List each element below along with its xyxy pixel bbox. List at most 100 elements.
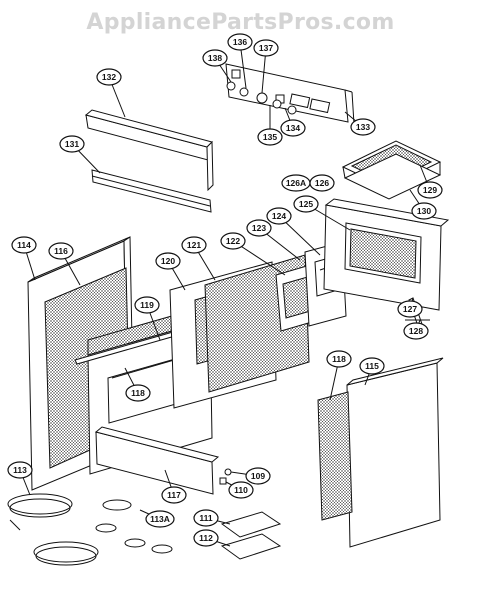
part-label-text: 126A bbox=[286, 178, 306, 188]
part-label-text: 135 bbox=[263, 132, 277, 142]
part-label-138: 138 bbox=[202, 49, 228, 67]
part-label-137: 137 bbox=[253, 39, 279, 57]
part-label-oval bbox=[228, 481, 254, 499]
part-label-oval bbox=[253, 39, 279, 57]
part-label-text: 138 bbox=[208, 53, 222, 63]
part-label-oval bbox=[309, 174, 335, 192]
part-label-text: 120 bbox=[161, 256, 175, 266]
part-label-oval bbox=[125, 384, 151, 402]
part-label-text: 123 bbox=[252, 223, 266, 233]
part-label-122: 122 bbox=[220, 232, 246, 250]
part-label-127: 127 bbox=[397, 300, 423, 318]
clip-parts bbox=[219, 468, 232, 485]
part-label-oval bbox=[193, 529, 219, 547]
part-label-114: 114 bbox=[11, 236, 37, 254]
part-labels: 133 134 135 136 137 138 132 131 129 130 126A 126 125… bbox=[7, 33, 443, 547]
part-label-117: 117 bbox=[161, 486, 187, 504]
part-label-oval bbox=[161, 486, 187, 504]
part-label-oval bbox=[293, 195, 319, 213]
part-label-128: 128 bbox=[403, 322, 429, 340]
part-label-oval bbox=[397, 300, 423, 318]
manuals bbox=[220, 511, 282, 560]
part-label-text: 124 bbox=[272, 211, 286, 221]
part-label-111: 111 bbox=[193, 509, 219, 527]
part-label-123: 123 bbox=[246, 219, 272, 237]
wire-harness bbox=[7, 493, 99, 566]
part-label-oval bbox=[359, 357, 385, 375]
part-label-120: 120 bbox=[155, 252, 181, 270]
part-label-text: 125 bbox=[299, 199, 313, 209]
part-label-132: 132 bbox=[96, 68, 122, 86]
part-label-oval bbox=[266, 207, 292, 225]
part-label-oval bbox=[280, 119, 306, 137]
part-label-oval bbox=[48, 242, 74, 260]
part-label-oval bbox=[59, 135, 85, 153]
part-label-text: 132 bbox=[102, 72, 116, 82]
part-label-116: 116 bbox=[48, 242, 74, 260]
part-label-136: 136 bbox=[227, 33, 253, 51]
part-label-oval bbox=[350, 118, 376, 136]
part-label-oval bbox=[246, 219, 272, 237]
control-panel bbox=[225, 63, 355, 125]
part-label-oval bbox=[202, 49, 228, 67]
part-label-112: 112 bbox=[193, 529, 219, 547]
part-label-text: 128 bbox=[409, 326, 423, 336]
part-label-text: 134 bbox=[286, 123, 300, 133]
part-label-oval bbox=[417, 181, 443, 199]
part-label-text: 114 bbox=[17, 240, 31, 250]
part-label-text: 136 bbox=[233, 37, 247, 47]
part-label-oval bbox=[257, 128, 283, 146]
coil-parts bbox=[95, 499, 173, 554]
trim-strip bbox=[91, 169, 212, 213]
part-label-110: 110 bbox=[228, 481, 254, 499]
part-label-text: 110 bbox=[234, 485, 248, 495]
part-label-text: 121 bbox=[187, 240, 201, 250]
part-label-oval bbox=[193, 509, 219, 527]
part-label-oval bbox=[220, 232, 246, 250]
part-label-oval bbox=[403, 322, 429, 340]
part-label-text: 137 bbox=[259, 43, 273, 53]
part-label-oval bbox=[7, 461, 33, 479]
part-label-text: 129 bbox=[423, 185, 437, 195]
part-label-131: 131 bbox=[59, 135, 85, 153]
part-label-126A: 126A bbox=[281, 174, 311, 192]
part-label-oval bbox=[11, 236, 37, 254]
part-label-text: 115 bbox=[365, 361, 379, 371]
part-label-126: 126 bbox=[309, 174, 335, 192]
part-label-121: 121 bbox=[181, 236, 207, 254]
side-panel-right bbox=[346, 357, 444, 548]
part-label-134: 134 bbox=[280, 119, 306, 137]
part-label-text: 133 bbox=[356, 122, 370, 132]
part-label-text: 113A bbox=[150, 514, 170, 524]
part-label-text: 130 bbox=[417, 206, 431, 216]
part-label-text: 122 bbox=[226, 236, 240, 246]
part-label-oval bbox=[181, 236, 207, 254]
part-label-113A: 113A bbox=[145, 510, 175, 528]
part-label-text: 118 bbox=[131, 388, 145, 398]
part-label-oval bbox=[155, 252, 181, 270]
insulation-right bbox=[317, 391, 353, 521]
part-label-oval bbox=[411, 202, 437, 220]
part-label-text: 113 bbox=[13, 465, 27, 475]
part-label-text: 119 bbox=[140, 300, 154, 310]
kick-panel bbox=[94, 426, 220, 495]
watermark: AppliancePartsPros.com bbox=[86, 10, 395, 35]
part-label-text: 118 bbox=[332, 354, 346, 364]
part-label-118: 118 bbox=[125, 384, 151, 402]
part-label-oval bbox=[227, 33, 253, 51]
part-label-118: 118 bbox=[326, 350, 352, 368]
part-label-124: 124 bbox=[266, 207, 292, 225]
part-label-text: 116 bbox=[54, 246, 68, 256]
part-label-oval bbox=[96, 68, 122, 86]
part-label-text: 126 bbox=[315, 178, 329, 188]
part-label-text: 127 bbox=[403, 304, 417, 314]
part-label-130: 130 bbox=[411, 202, 437, 220]
broiler-pan bbox=[341, 140, 442, 200]
part-label-oval bbox=[145, 510, 175, 528]
part-label-135: 135 bbox=[257, 128, 283, 146]
top-trim bbox=[84, 109, 214, 192]
part-label-119: 119 bbox=[134, 296, 160, 314]
part-label-109: 109 bbox=[245, 467, 271, 485]
part-label-text: 117 bbox=[167, 490, 181, 500]
